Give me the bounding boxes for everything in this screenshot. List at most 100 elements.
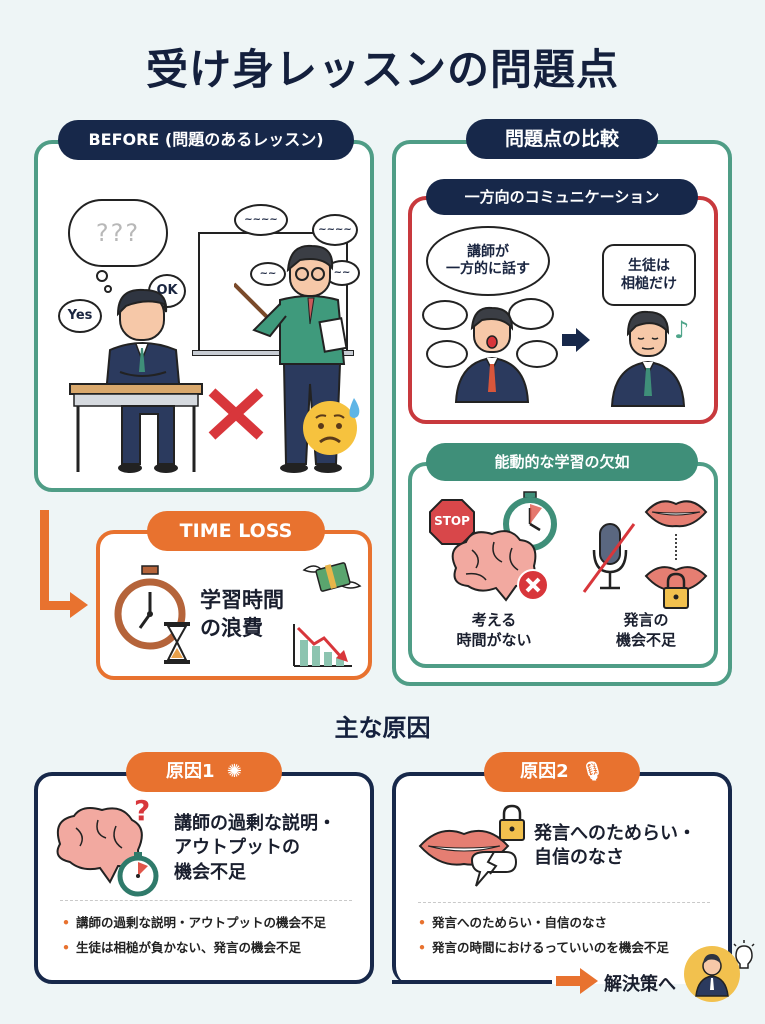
before-header-text: BEFORE (問題のあるレッスン) [88,130,324,149]
flow-arrow [40,510,49,610]
cause2-label: 原因2 [520,761,569,782]
active-learning-header-text: 能動的な学習の欠如 [494,453,630,471]
cause1-panel: ? 講師の過剰な説明・ アウトプットの 機会不足 講師の過剰な説明・アウトプット… [34,772,374,984]
time-loss-line1: 学習時間 [200,588,284,612]
flow-arrow-head [70,592,88,618]
flow-arrow-horizontal [40,601,72,610]
next-solution-link[interactable]: 解決策へ [556,962,756,1002]
locked-lips-icon [644,566,708,609]
empty-bubble [426,340,468,368]
active-learning-header: 能動的な学習の欠如 [426,443,698,481]
time-loss-panel: 学習時間 の浪費 [96,530,372,680]
time-loss-text: 学習時間 の浪費 [200,586,284,643]
teacher-speech-bubble: 講師が 一方的に話す [426,226,550,296]
cause2-header: 原因2 🎙 [484,752,640,792]
arrow-right-head [580,968,598,994]
item2-line2: 機会不足 [615,631,676,650]
question-mark-icon: ? [134,794,151,827]
cause1-bullet: 生徒は相槌が負かない、発言の機会不足 [62,937,326,956]
whiteboard-tray [192,350,354,356]
dotted-connector [675,534,677,560]
yes-bubble: Yes [58,299,102,333]
thought-dot [96,270,108,282]
page-title: 受け身レッスンの問題点 [145,45,619,94]
teacher-bubble: ~~ [250,262,286,286]
empty-bubble [422,300,468,330]
student-illustration [69,288,203,473]
speaking-teacher-avatar [454,306,530,403]
bubble-text: ~~ [259,267,277,279]
cause2-bottom-border [392,980,552,984]
cause1-title-line2: アウトプットの [174,837,300,859]
before-header: BEFORE (問題のあるレッスン) [58,120,354,160]
one-way-header: 一方向のコミュニケーション [426,179,698,215]
thought-cloud: ??? [68,199,168,267]
bubble-text: ~~ [333,266,351,278]
thought-dot [104,285,112,293]
time-loss-header: TIME LOSS [147,511,325,551]
teacher-bubble-line1: 講師が [467,243,509,260]
brain-stopwatch-icon [56,807,159,897]
comparison-header-text: 問題点の比較 [504,128,619,150]
one-way-header-text: 一方向のコミュニケーション [464,188,660,206]
microphone-icon: 🎙 [580,761,604,782]
time-loss-header-text: TIME LOSS [179,520,293,542]
music-note-icon: ♪ [674,316,690,344]
cause1-bullets: 講師の過剰な説明・アウトプットの機会不足 生徒は相槌が負かない、発言の機会不足 [62,912,326,962]
causes-heading: 主な原因 [334,714,431,742]
item1-line2: 時間がない [456,631,532,650]
cause2-title: 発言へのためらい・ 自信のなさ [534,822,696,871]
declining-chart-icon [293,624,352,667]
active-learning-panel: STOP 考える 時間がない 発言の [408,462,718,668]
time-loss-line2: の浪費 [200,616,263,641]
cause1-title: 講師の過剰な説明・ アウトプットの 機会不足 [174,812,336,885]
cause1-label: 原因1 [166,761,215,782]
yes-text: Yes [67,307,93,323]
item1-line1: 考える [471,611,517,629]
teacher-bubble: ~~~~ [312,214,358,246]
stopwatch-icon [503,491,557,551]
cause2-bullet: 発言の時間におけるっていいのを機会不足 [418,937,669,956]
student-bubble-line2: 相槌だけ [621,276,677,292]
empty-bubble [516,340,558,368]
one-way-panel: 講師が 一方的に話す 生徒は 相槌だけ ♪ [408,196,718,424]
cause1-title-line1: 講師の過剰な説明・ [174,813,336,834]
bubble-text: ~~~~ [244,213,278,225]
divider [418,902,710,903]
cause2-bullet: 発言へのためらい・自信のなさ [418,912,669,931]
direction-arrow-head [576,328,590,352]
muted-microphone-icon [582,523,636,593]
error-badge-icon [517,569,549,601]
teacher-bubble-line2: 一方的に話す [446,261,530,277]
cause2-title-line1: 発言へのためらい・ [534,823,696,844]
cause1-bullet: 講師の過剰な説明・アウトプットの機会不足 [62,912,326,931]
bubble-text: ~~~~ [318,223,352,235]
cause2-panel: 発言へのためらい・ 自信のなさ 発言へのためらい・自信のなさ 発言の時間における… [392,772,732,984]
cause2-bullets: 発言へのためらい・自信のなさ 発言の時間におけるっていいのを機会不足 [418,912,669,962]
worried-emoji-icon [303,398,360,455]
before-panel: ??? Yes OK ~~~~ ~~~~ ~~ ~~ [34,140,374,492]
stop-sign-text: STOP [434,514,470,528]
ok-text: OK [156,282,178,298]
lips-broken-speech-icon [418,804,525,887]
teacher-bubble: ~~~~ [234,204,288,236]
comparison-header: 問題点の比較 [466,119,658,159]
lips-icon [644,500,708,528]
thought-text: ??? [95,219,141,247]
cross-icon [208,388,264,440]
arrow-right-icon [556,976,582,986]
cause1-header: 原因1 ✺ [126,752,282,792]
nodding-student-avatar [610,310,686,407]
flying-money-icon [302,562,362,592]
divider [60,900,352,901]
item2-line1: 発言の [623,611,669,629]
stopwatch-icon [114,565,190,664]
lack-of-speaking-label: 発言の 機会不足 [588,610,704,651]
next-solution-label: 解決策へ [604,974,676,995]
student-speech-bubble: 生徒は 相槌だけ [602,244,696,306]
brain-icon [451,530,537,602]
brain-icon: ✺ [226,761,242,782]
no-thinking-time-label: 考える 時間がない [436,610,552,651]
direction-arrow [562,334,578,346]
empty-bubble [508,298,554,330]
